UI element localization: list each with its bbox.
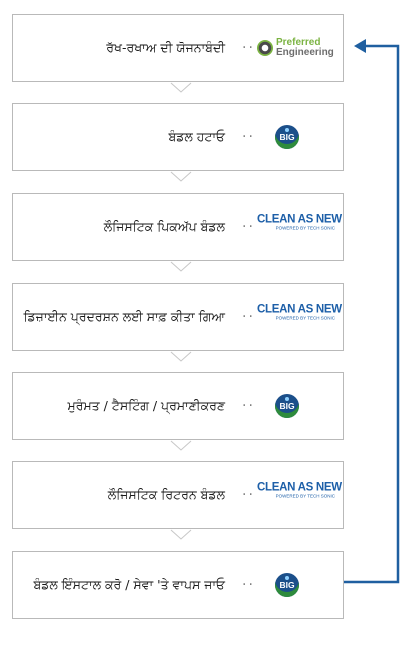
connector-dots: ··	[242, 129, 255, 145]
connector-dots: ··	[242, 309, 255, 325]
logo-text: CLEAN AS NEW	[257, 303, 342, 316]
logo-subtext: POWERED BY TECH SONIC	[275, 225, 335, 231]
big-logo: BIG	[257, 120, 341, 154]
logo-text: Preferred	[276, 36, 321, 48]
logo-text: CLEAN AS NEW	[257, 481, 342, 494]
step-label: ਲੌਜਿਸਟਿਕ ਰਿਟਰਨ ਬੰਡਲ	[107, 487, 225, 502]
arrowhead-icon	[354, 39, 366, 53]
step-label: ਡਿਜ਼ਾਈਨ ਪ੍ਰਦਰਸ਼ਨ ਲਈ ਸਾਫ਼ ਕੀਤਾ ਗਿਆ	[23, 309, 225, 324]
down-chevron-icon	[170, 171, 192, 182]
step-3-logistics-pickup: ਲੌਜਿਸਟਿਕ ਪਿਕਅੱਪ ਬੰਡਲ ·· CLEAN AS NEW POW…	[12, 193, 344, 261]
down-chevron-icon	[170, 351, 192, 362]
step-4-cleaned-for-performance: ਡਿਜ਼ਾਈਨ ਪ੍ਰਦਰਸ਼ਨ ਲਈ ਸਾਫ਼ ਕੀਤਾ ਗਿਆ ·· CLE…	[12, 283, 344, 351]
step-label: ਬੰਡਲ ਇੰਸਟਾਲ ਕਰੋ / ਸੇਵਾ 'ਤੇ ਵਾਪਸ ਜਾਓ	[33, 577, 225, 592]
big-logo: BIG	[257, 568, 341, 602]
step-label: ਮੁਰੰਮਤ / ਟੈਸਟਿੰਗ / ਪ੍ਰਮਾਣੀਕਰਣ	[67, 398, 225, 413]
big-logo: BIG	[257, 389, 341, 423]
clean-as-new-logo: CLEAN AS NEW POWERED BY TECH SONIC	[257, 297, 342, 338]
clean-as-new-logo: CLEAN AS NEW POWERED BY TECH SONIC	[257, 475, 342, 516]
gear-icon	[257, 40, 273, 56]
big-logo-mark: BIG	[275, 573, 299, 597]
clean-as-new-logo: CLEAN AS NEW POWERED BY TECH SONIC	[257, 207, 342, 248]
logo-text: Engineering	[276, 47, 334, 58]
big-logo-mark: BIG	[275, 394, 299, 418]
step-2-remove-bundle: ਬੰਡਲ ਹਟਾਓ ·· BIG	[12, 103, 344, 171]
down-chevron-icon	[170, 440, 192, 451]
step-7-install-return-to-service: ਬੰਡਲ ਇੰਸਟਾਲ ਕਰੋ / ਸੇਵਾ 'ਤੇ ਵਾਪਸ ਜਾਓ ·· B…	[12, 551, 344, 619]
down-chevron-icon	[170, 529, 192, 540]
down-chevron-icon	[170, 261, 192, 272]
loop-back-arrow	[344, 39, 400, 584]
connector-dots: ··	[242, 487, 255, 503]
logo-subtext: POWERED BY TECH SONIC	[275, 493, 335, 499]
step-5-repair-testing-certification: ਮੁਰੰਮਤ / ਟੈਸਟਿੰਗ / ਪ੍ਰਮਾਣੀਕਰਣ ·· BIG	[12, 372, 344, 440]
logo-text: CLEAN AS NEW	[257, 213, 342, 226]
big-logo-mark: BIG	[275, 125, 299, 149]
preferred-engineering-logo: Preferred Engineering	[257, 31, 341, 65]
step-label: ਰੱਖ-ਰਖਾਅ ਦੀ ਯੋਜਨਾਬੰਦੀ	[106, 40, 225, 55]
connector-dots: ··	[242, 577, 255, 593]
down-chevron-icon	[170, 82, 192, 93]
connector-dots: ··	[242, 219, 255, 235]
step-label: ਲੌਜਿਸਟਿਕ ਪਿਕਅੱਪ ਬੰਡਲ	[103, 219, 225, 234]
logo-subtext: POWERED BY TECH SONIC	[275, 315, 335, 321]
step-6-logistics-return: ਲੌਜਿਸਟਿਕ ਰਿਟਰਨ ਬੰਡਲ ·· CLEAN AS NEW POWE…	[12, 461, 344, 529]
step-1-maintenance-planning: ਰੱਖ-ਰਖਾਅ ਦੀ ਯੋਜਨਾਬੰਦੀ ·· Preferred Engin…	[12, 14, 344, 82]
connector-dots: ··	[242, 40, 255, 56]
step-label: ਬੰਡਲ ਹਟਾਓ	[168, 129, 225, 144]
connector-dots: ··	[242, 398, 255, 414]
